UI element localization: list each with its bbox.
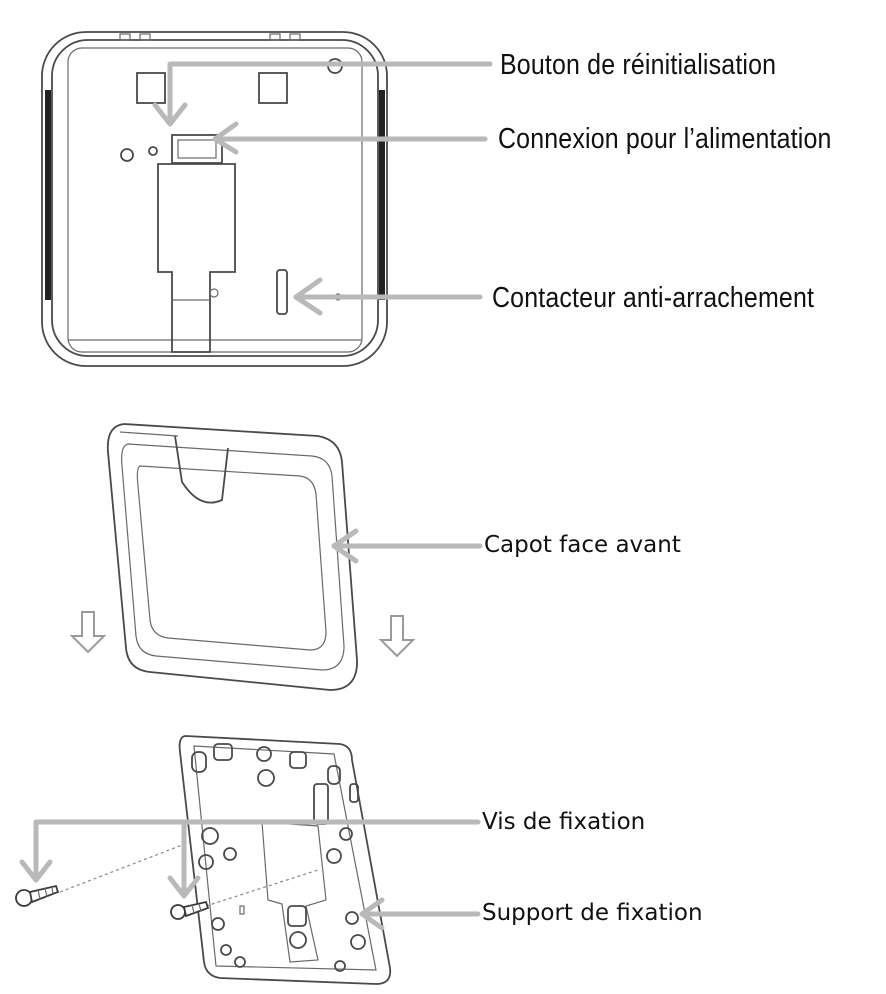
callout-mounting-screw: [19, 819, 481, 899]
mounting-bracket: [178, 735, 392, 985]
callout-front-cover: [331, 528, 483, 564]
callout-power-connection: [212, 121, 488, 155]
label-power-connection: Connexion pour l’alimentation: [498, 123, 832, 155]
callout-reset-button: [152, 61, 493, 127]
mounting-screw-left: [15, 884, 60, 907]
label-reset-button: Bouton de réinitialisation: [500, 49, 777, 81]
label-front-cover: Capot face avant: [484, 532, 681, 558]
callout-mounting-bracket: [359, 897, 481, 931]
device-back-view: [41, 31, 388, 367]
front-cover: [106, 423, 358, 691]
mounting-screw-right: [170, 900, 210, 920]
down-arrow-right: [378, 615, 416, 658]
label-tamper-switch: Contacteur anti-arrachement: [492, 282, 815, 314]
callout-tamper-switch: [293, 277, 483, 316]
down-arrow-left: [69, 611, 107, 654]
label-mounting-bracket: Support de fixation: [482, 900, 703, 926]
label-mounting-screw: Vis de fixation: [482, 809, 646, 835]
